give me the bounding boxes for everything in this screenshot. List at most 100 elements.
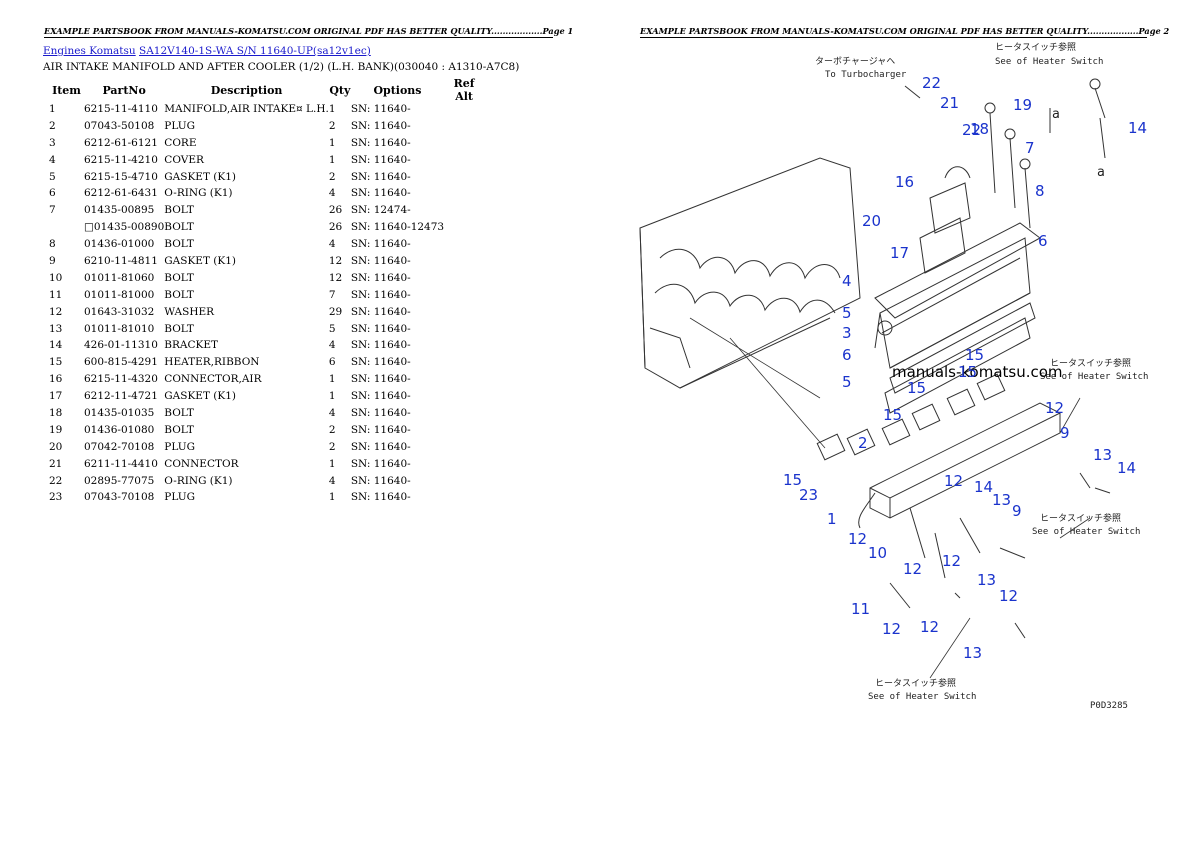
- partno-cell: 6210-11-4811: [84, 255, 158, 268]
- callout-number: 15: [965, 346, 984, 364]
- callout-number: 12: [1045, 399, 1064, 417]
- breadcrumb-link-model[interactable]: SA12V140-1S-WA S/N 11640-UP(sa12v1ec): [139, 45, 371, 57]
- options-cell: SN: 11640-: [350, 423, 411, 436]
- description-cell: MANIFOLD,AIR INTAKE¤ L.H.: [164, 103, 329, 115]
- item-cell: 19: [49, 423, 63, 436]
- ref-alt-cell: [444, 458, 484, 475]
- description-cell: WASHER: [164, 305, 215, 318]
- figure-code: P0D3285: [1090, 701, 1128, 711]
- item-cell: 21: [49, 457, 63, 470]
- description-cell: BOLT: [164, 204, 194, 217]
- ref-alt-cell: [444, 356, 484, 373]
- callout-number: 12: [944, 472, 963, 490]
- partno-cell: 6212-11-4721: [84, 390, 158, 403]
- callout-number: 13: [992, 491, 1011, 509]
- ref-alt-cell: [444, 187, 484, 204]
- qty-cell: 1: [328, 136, 336, 149]
- column-header-ref-alt: Ref Alt: [453, 77, 475, 103]
- partno-cell: 01011-81060: [84, 271, 155, 284]
- callout-number: 20: [862, 212, 881, 230]
- qty-cell: 2: [328, 119, 336, 132]
- qty-cell: 29: [328, 305, 343, 318]
- options-cell: SN: 11640-: [350, 103, 411, 115]
- page-title: AIR INTAKE MANIFOLD AND AFTER COOLER (1/…: [43, 61, 520, 73]
- item-cell: 14: [49, 339, 63, 352]
- column-header-options: Options: [373, 83, 422, 97]
- partno-cell: 01435-00895: [84, 204, 155, 217]
- callout-number: 17: [890, 244, 909, 262]
- callout-number: 3: [842, 324, 852, 342]
- manifold-drawing: [816, 373, 1061, 529]
- watermark: manuals-komatsu.com: [892, 363, 1063, 381]
- options-cell: SN: 11640-: [350, 457, 411, 470]
- callout-number: 6: [1038, 232, 1048, 250]
- callout-number: 18: [970, 120, 989, 138]
- ref-alt-cell: [444, 204, 484, 221]
- item-cell: 6: [49, 187, 56, 200]
- ref-alt-cell: [444, 255, 484, 272]
- description-cell: PLUG: [164, 491, 195, 504]
- partno-cell: 600-815-4291: [84, 356, 158, 369]
- options-cell: SN: 11640-: [350, 322, 411, 335]
- fasteners-drawing: [889, 78, 1111, 639]
- callout-number: 8: [1035, 182, 1045, 200]
- partno-cell: 6215-11-4210: [84, 153, 158, 166]
- column-header-qty: Qty: [329, 83, 351, 97]
- column-header-description: Description: [210, 83, 283, 97]
- item-cell: 8: [49, 238, 56, 251]
- note-arrow-a-1: a: [1052, 107, 1060, 122]
- description-cell: O-RING (K1): [164, 187, 233, 200]
- partno-cell: 01643-31032: [84, 305, 155, 318]
- description-cell: O-RING (K1): [164, 474, 233, 487]
- partno-cell: 02895-77075: [84, 474, 155, 487]
- callout-number: 12: [942, 552, 961, 570]
- item-cell: 10: [49, 271, 63, 284]
- note-heater-en-4: See of Heater Switch: [868, 692, 976, 702]
- column-header-item: Item: [52, 83, 81, 97]
- description-cell: BRACKET: [164, 339, 219, 352]
- qty-cell: 4: [328, 339, 336, 352]
- description-cell: BOLT: [164, 407, 194, 420]
- breadcrumb-link-engines[interactable]: Engines Komatsu: [43, 45, 136, 57]
- description-cell: BOLT: [164, 238, 194, 251]
- qty-cell: 7: [328, 288, 336, 301]
- ref-alt-cell: [444, 137, 484, 154]
- note-heater-jp-4: ヒータスイッチ参照: [875, 677, 956, 689]
- item-cell: 9: [49, 255, 56, 268]
- qty-cell: 1: [328, 457, 336, 470]
- partno-cell: □01435-00890: [84, 221, 165, 234]
- description-cell: BOLT: [164, 288, 194, 301]
- options-cell: SN: 11640-: [350, 305, 411, 318]
- options-cell: SN: 11640-: [350, 407, 411, 420]
- partno-cell: 6215-11-4320: [84, 373, 158, 386]
- item-cell: 4: [49, 153, 56, 166]
- callout-number: 6: [842, 346, 852, 364]
- callout-number: 9: [1060, 424, 1070, 442]
- callout-number: 2: [858, 434, 868, 452]
- parts-diagram: ターボチャージャヘ To Turbocharger ヒータスイッチ参照 See …: [639, 41, 1148, 711]
- options-cell: SN: 11640-: [350, 271, 411, 284]
- callout-number: 21: [940, 94, 959, 112]
- qty-cell: 2: [328, 423, 336, 436]
- options-cell: SN: 11640-: [350, 255, 411, 268]
- ref-alt-cell: [444, 407, 484, 424]
- callout-number: 9: [1012, 502, 1022, 520]
- qty-cell: 2: [328, 440, 336, 453]
- callout-number: 12: [848, 530, 867, 548]
- callout-number: 15: [958, 363, 977, 381]
- options-cell: SN: 11640-: [350, 390, 411, 403]
- qty-cell: 4: [328, 407, 336, 420]
